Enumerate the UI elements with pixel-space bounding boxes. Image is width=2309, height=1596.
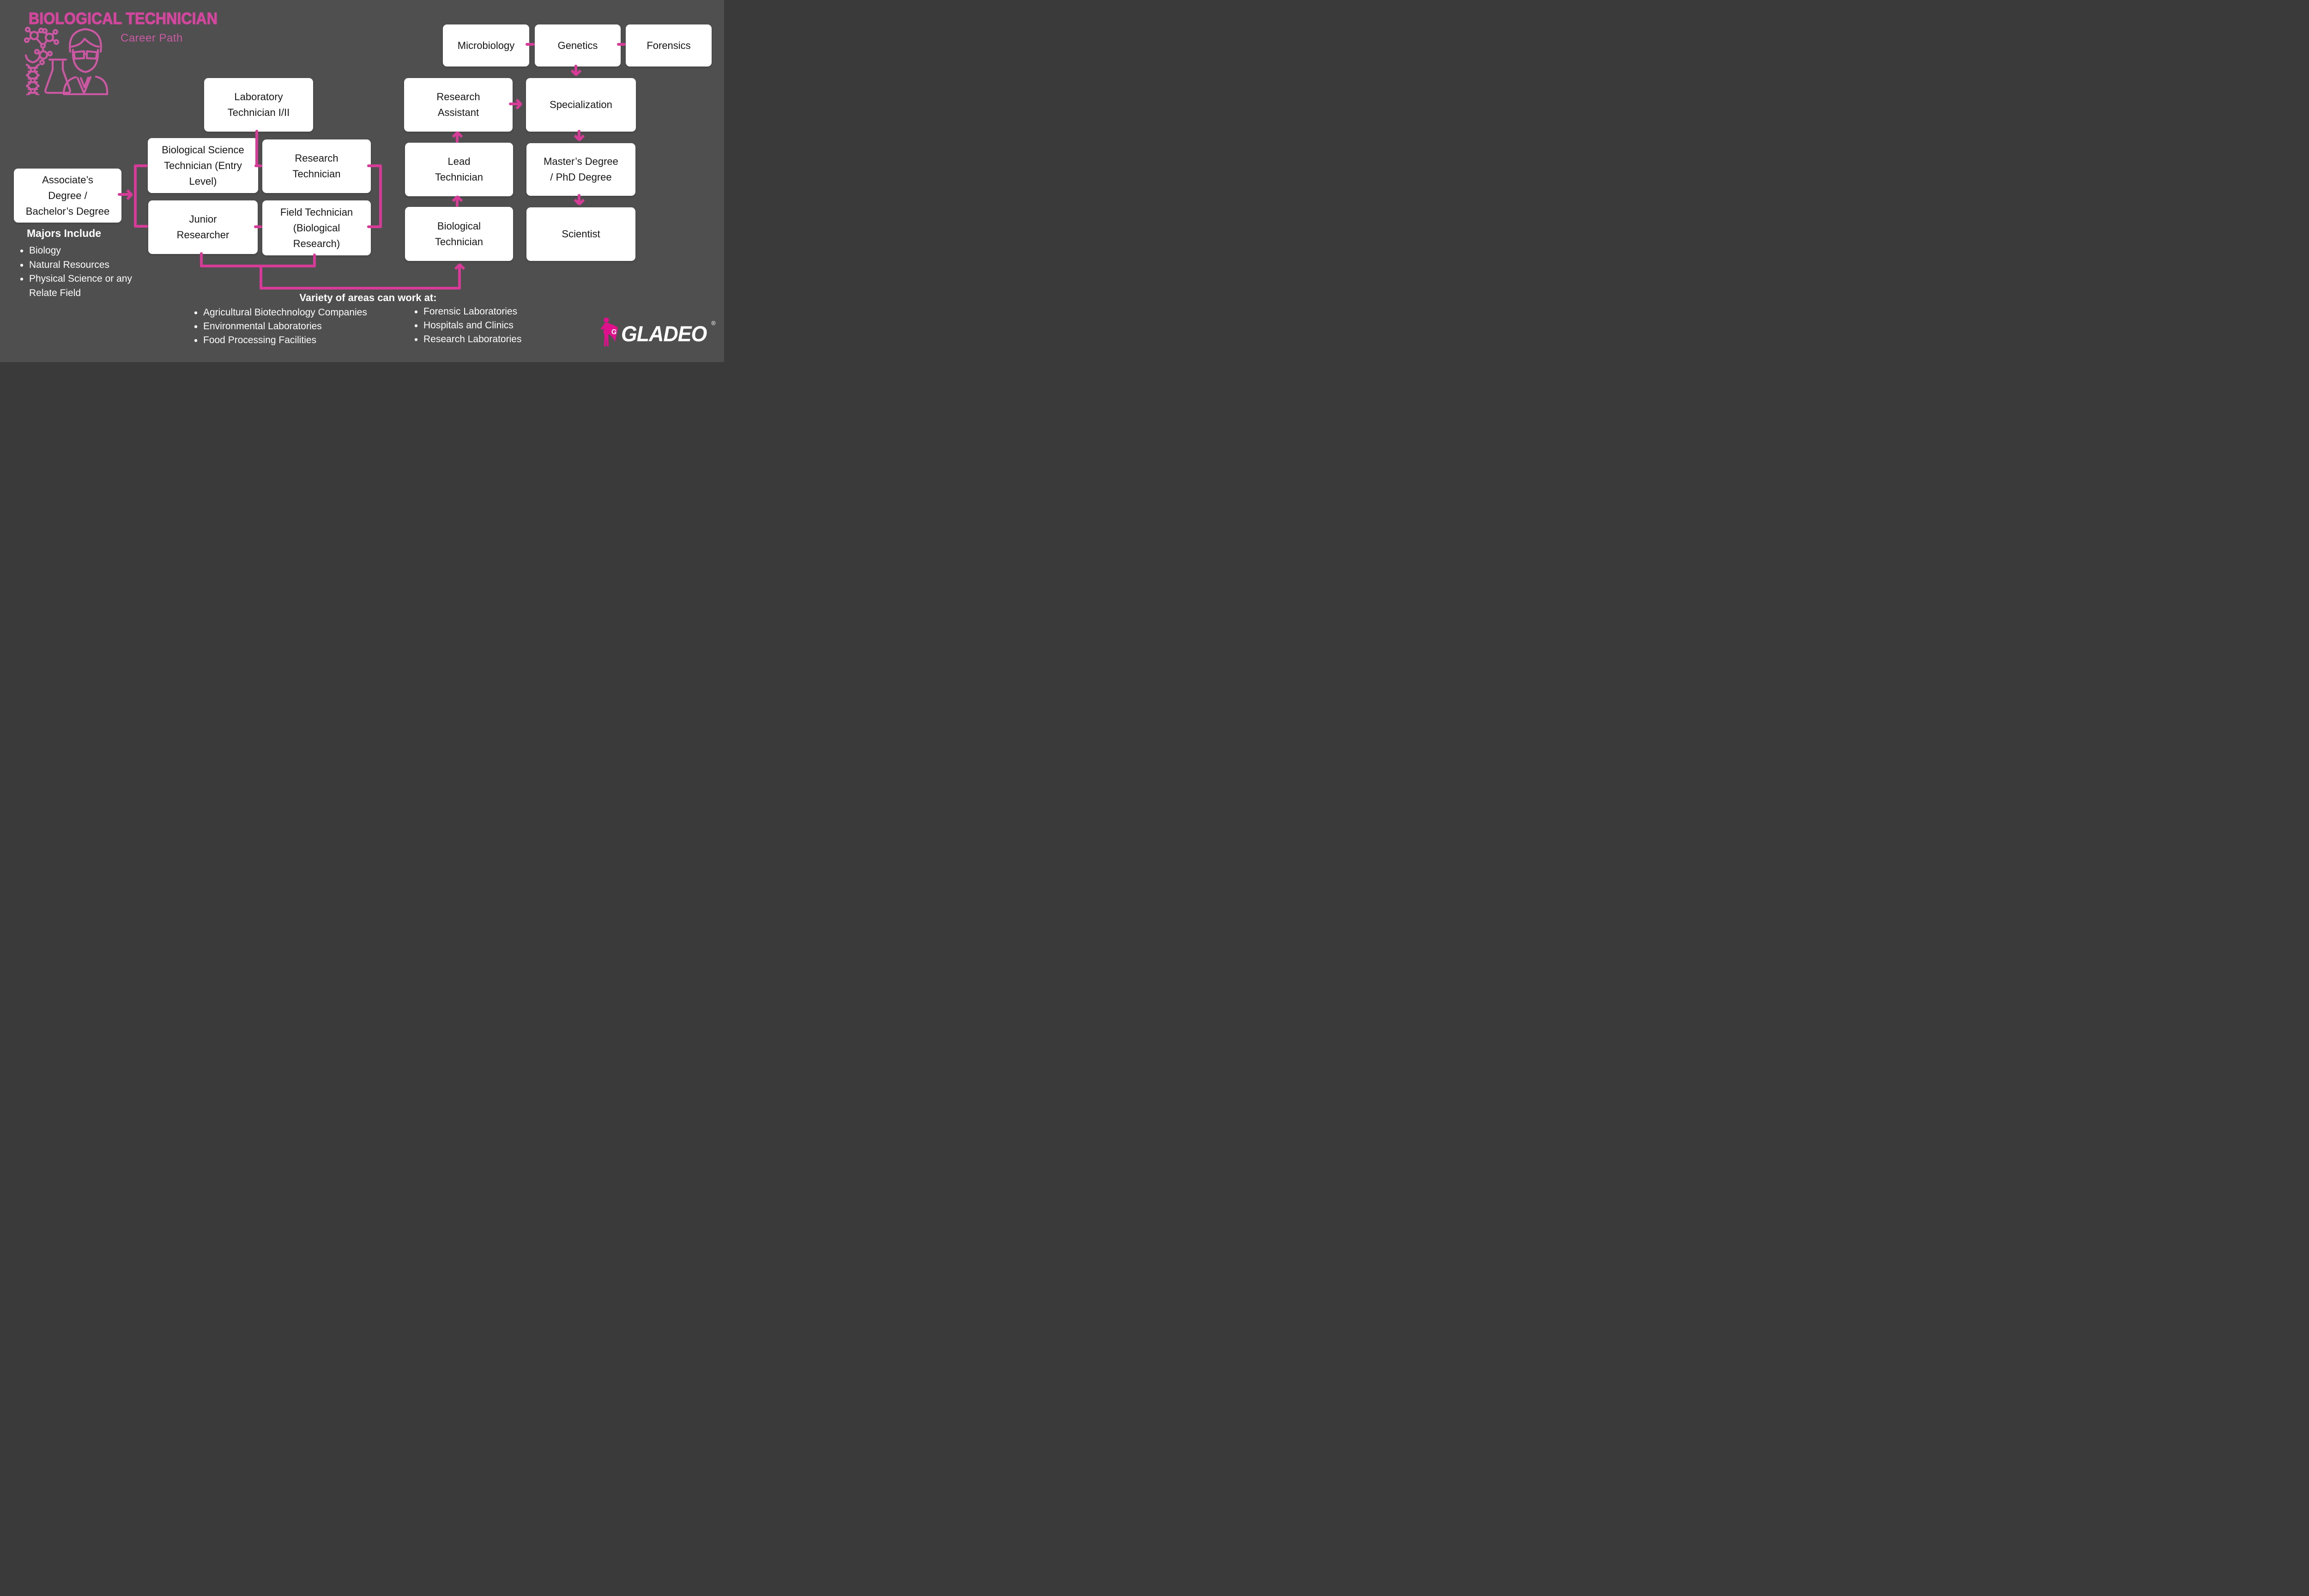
majors-item: Physical Science or any Relate Field [20, 272, 132, 300]
node-junior-researcher: Junior Researcher [148, 200, 258, 254]
work-areas-list-left: Agricultural Biotechnology Companies Env… [194, 306, 367, 347]
career-path-infographic: BIOLOGICAL TECHNICIAN Career Path [0, 0, 724, 362]
connector-research-assistant-specialization [509, 103, 520, 105]
gladeo-cape-letter: G [610, 328, 617, 337]
arrowhead-bottom-to-biological-technician [454, 262, 465, 274]
node-specialization: Specialization [526, 78, 636, 132]
connector-left-trunk-vertical [134, 164, 137, 228]
node-masters-phd-degree: Master’s Degree / PhD Degree [526, 143, 635, 196]
work-area-item: Agricultural Biotechnology Companies [194, 306, 367, 320]
connector-field-down [313, 254, 316, 267]
node-biological-science-technician: Biological Science Technician (Entry Lev… [148, 138, 258, 193]
connector-microbiology-genetics [526, 43, 535, 46]
connector-bottom-join [200, 265, 316, 267]
connector-right-bracket-top [367, 164, 382, 167]
arrowhead-biological-technician-lead-technician [452, 194, 463, 206]
work-area-item: Environmental Laboratories [194, 320, 367, 333]
connector-genetics-specialization [574, 65, 577, 74]
arrowhead-associates-branch [122, 189, 134, 200]
dna-icon [24, 54, 41, 95]
work-area-item: Food Processing Facilities [194, 333, 367, 347]
connector-labtech-down-stub [255, 130, 258, 167]
majors-item: Biology [20, 244, 132, 258]
majors-list: Biology Natural Resources Physical Scien… [20, 244, 132, 300]
node-biological-technician: Biological Technician [405, 207, 513, 261]
connector-right-bracket-vertical [379, 164, 382, 228]
connector-lead-technician-research-assistant [456, 133, 459, 143]
page-title: BIOLOGICAL TECHNICIAN [28, 9, 218, 28]
node-scientist: Scientist [526, 207, 635, 261]
scientist-icon [62, 28, 109, 95]
gladeo-logo: G GLADEO ® [601, 316, 716, 351]
connector-bottom-drop [260, 265, 262, 290]
node-field-technician: Field Technician (Biological Research) [262, 200, 371, 255]
majors-item: Natural Resources [20, 258, 132, 272]
node-forensics: Forensics [626, 24, 712, 66]
gladeo-wordmark: GLADEO [621, 321, 707, 346]
node-research-technician: Research Technician [262, 139, 371, 193]
scientist-illustration [24, 26, 109, 95]
connector-right-bracket-bottom [367, 225, 382, 228]
molecule-icon [24, 26, 60, 66]
connector-masters-scientist [578, 194, 580, 204]
connector-left-trunk-to-junior [134, 225, 148, 228]
connector-left-trunk-to-bst [134, 164, 148, 167]
work-areas-heading: Variety of areas can work at: [299, 292, 437, 303]
connector-bst-research-technician [254, 164, 262, 167]
arrowhead-research-assistant-specialization [512, 98, 523, 110]
node-associates-bachelors-degree: Associate’s Degree / Bachelor’s Degree [14, 169, 121, 223]
work-area-item: Hospitals and Clinics [414, 319, 521, 332]
node-laboratory-technician: Laboratory Technician I/II [204, 78, 313, 132]
flask-icon [44, 58, 71, 94]
work-area-item: Forensic Laboratories [414, 305, 521, 319]
node-genetics: Genetics [535, 24, 621, 66]
connector-genetics-forensics [617, 43, 626, 46]
work-areas-list-right: Forensic Laboratories Hospitals and Clin… [414, 305, 521, 346]
connector-junior-field [254, 225, 262, 228]
node-research-assistant: Research Assistant [404, 78, 513, 132]
connector-bottom-long [260, 287, 461, 290]
arrowhead-lead-technician-research-assistant [452, 130, 463, 142]
arrowhead-specialization-masters [574, 131, 585, 142]
gladeo-superhero-icon: G [601, 317, 618, 346]
work-area-item: Research Laboratories [414, 332, 521, 346]
page-subtitle: Career Path [121, 32, 183, 44]
connector-bottom-to-biological-technician [458, 265, 461, 290]
registered-trademark-symbol: ® [711, 320, 716, 326]
connector-junior-down [200, 252, 203, 267]
arrowhead-genetics-specialization [570, 66, 582, 77]
connector-specialization-masters [578, 130, 580, 139]
node-microbiology: Microbiology [443, 24, 529, 66]
majors-heading: Majors Include [27, 227, 102, 239]
connector-biological-technician-lead-technician [456, 197, 459, 207]
arrowhead-masters-scientist [574, 195, 585, 206]
connector-associates-branch [118, 193, 130, 196]
node-lead-technician: Lead Technician [405, 143, 513, 196]
